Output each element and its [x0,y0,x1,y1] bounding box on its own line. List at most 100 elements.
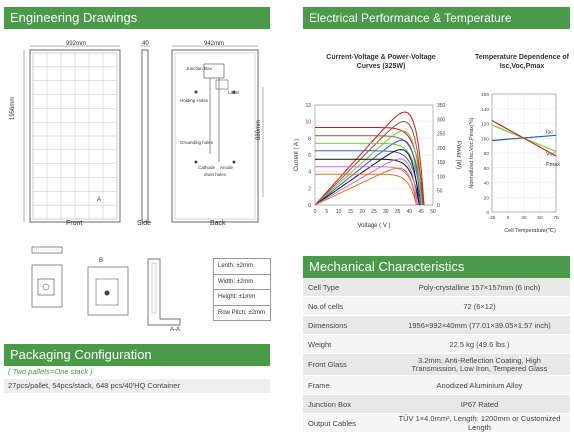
spec-value: 22.5 kg (49.6 lbs.) [389,334,570,354]
iv-x-axis-label: Voltage ( V ) [357,223,390,229]
temp-y-tick: 40 [484,181,490,187]
tolerance-row-pitch: Row Pitch: ±2mm [218,309,265,316]
spec-value: IP67 Rated [389,394,570,414]
iv-curve [315,127,425,206]
spec-key: Output Cables [303,413,389,433]
drain-holes-label: drain holes [204,172,227,177]
temp-y-tick: 80 [484,151,490,157]
temp-x-tick: 25 [521,215,527,221]
front-label: Front [66,220,83,227]
iv-y-tick: 0 [308,203,311,209]
section-a-marker: A [97,197,102,203]
iv-x-tick: 40 [407,209,413,215]
pv-curve [314,149,420,206]
junction-box-label: Junction Box [186,66,212,71]
temp-x-tick: -25 [489,215,496,221]
temp-chart-title: Temperature Dependence of Isc,Voc,Pmax [474,54,569,70]
packaging-header: Packaging Configuration [4,344,270,366]
iv-y-tick: 12 [305,103,311,109]
section-details-drawing [31,246,181,326]
pv-curve [314,139,422,206]
iv-x-tick: 45 [418,209,424,215]
holding-holes-label: Holding Holes [180,98,209,103]
iv-curve [315,173,417,206]
iv-y2-tick: 350 [437,103,446,109]
pv-curve [314,130,423,206]
iv-y2-tick: 50 [437,189,443,195]
iv-y2-tick: 100 [437,174,446,180]
spec-value: Anodized Aluminium Alloy [389,375,570,395]
tolerance-length: Lenth: ±2mm [214,259,270,275]
spec-key: No.of cells [303,296,389,316]
iv-x-tick: 35 [395,209,401,215]
iv-y2-tick: 250 [437,132,446,138]
spec-value: Poly-crystalline 157×157mm (6 inch) [389,278,570,297]
packaging-note: ( Two pallets=One stack ) [8,367,93,376]
iv-curve [315,142,423,206]
iv-curve [315,135,424,206]
temp-y-tick: 20 [484,195,490,201]
iv-curve [315,166,419,206]
temp-series-label: Isc [546,129,553,135]
iv-y-tick: 6 [308,153,311,159]
iv-y-tick: 2 [308,186,311,192]
side-depth-dimension: 40 [142,41,149,47]
iv-y-tick: 4 [308,170,311,176]
iv-x-tick: 0 [314,209,317,215]
spec-key: Junction Box [303,394,389,414]
iv-x-tick: 30 [383,209,389,215]
temp-series-label: Pmax [546,162,560,168]
temp-plot-frame [491,93,557,213]
label-tag-label: Label [228,90,240,95]
section-b-marker: B [99,258,104,264]
mechanical-header: Mechanical Characteristics [303,256,570,278]
iv-chart-title: Current-Voltage & Power-Voltage Curves (… [326,54,436,70]
front-view-drawing [23,45,121,223]
back-height-dimension: 880mm [256,119,262,140]
side-view-drawing [140,45,150,223]
anode-label: Anode [220,165,234,170]
temp-y-tick: 60 [484,166,490,172]
back-view-drawing [171,45,264,223]
electrical-performance-header: Electrical Performance & Temperature Dep… [303,7,570,47]
engineering-drawings [23,45,264,223]
temp-x-tick: 50 [537,215,543,221]
engineering-drawings-header: Engineering Drawings [4,7,270,29]
temp-series-label: Voc [546,152,555,158]
spec-key: Front Glass [303,353,389,376]
iv-curve [315,158,420,206]
temp-y-tick: 0 [486,210,489,216]
iv-y2-tick: 200 [437,146,446,152]
iv-y-axis-label: Current ( A ) [294,139,300,171]
tolerance-height: Height: ±1mm [214,290,270,306]
front-width-dimension: 992mm [66,41,87,47]
spec-key: Weight [303,334,389,354]
iv-y-tick: 8 [308,136,311,142]
iv-x-tick: 20 [359,209,365,215]
temp-x-axis-label: Cell Temperature(℃) [504,228,556,234]
spec-value: 3.2mm, Anti-Reflection Coating, High Tra… [389,353,570,376]
pv-curve [314,167,417,206]
temp-y-tick: 100 [481,136,489,142]
iv-x-tick: 5 [325,209,328,215]
iv-x-tick: 25 [371,209,377,215]
cathode-label: Cathode [198,165,216,170]
packaging-text: 27pcs/pallet, 54pcs/stack, 648 pcs/40'HQ… [4,379,270,393]
iv-y2-tick: 150 [437,160,446,166]
spec-key: Dimensions [303,315,389,335]
iv-y2-axis-label: Power (W) [455,141,461,169]
front-height-dimension: 1956mm [10,96,16,120]
back-width-dimension: 942mm [204,41,225,47]
iv-y2-tick: 0 [437,203,440,209]
